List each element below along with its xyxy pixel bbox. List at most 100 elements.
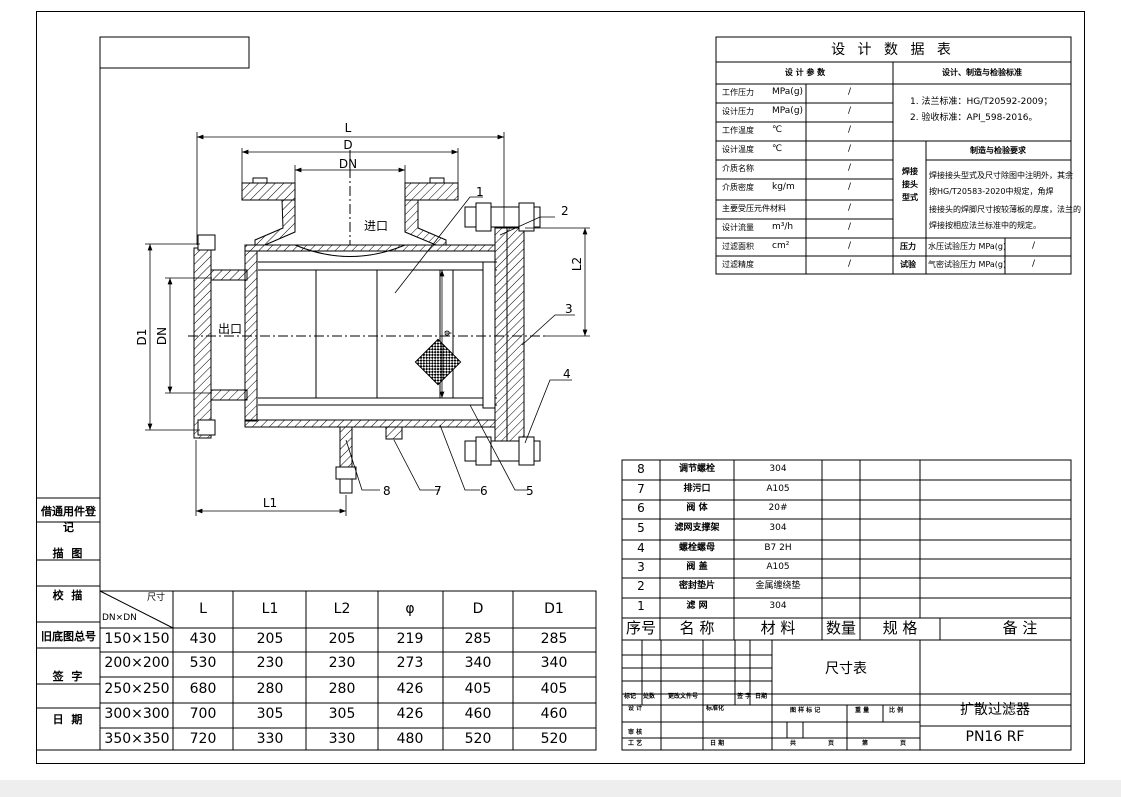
size-cell: 460 (540, 706, 568, 722)
bom-material: A105 (766, 484, 790, 494)
standard-line-2: 2. 验收标准：API_598-2016。 (910, 113, 1038, 123)
param-name: 过滤面积 (722, 242, 754, 251)
bom-header-spec: 规 格 (882, 619, 918, 637)
size-cell: 520 (540, 731, 568, 747)
callout-7: 7 (434, 484, 442, 498)
product-model: PN16 RF (965, 729, 1025, 745)
bom-no: 6 (637, 501, 645, 515)
dim-L1: L1 (262, 496, 278, 510)
hydro-test-label: 水压试验压力 MPa(g) (928, 242, 1007, 251)
size-cell: 480 (396, 731, 424, 747)
bom-name: 调节螺栓 (678, 464, 716, 474)
param-unit: MPa(g) (772, 87, 804, 97)
size-cell: 700 (189, 706, 217, 722)
sidebar-label: 校 描 (52, 589, 85, 602)
tb-total: 共 (790, 740, 797, 747)
size-cell: 426 (396, 681, 424, 697)
mfg-req-header: 制造与检验要求 (970, 146, 1026, 155)
inlet-label: 进口 (364, 219, 389, 233)
sidebar-label: 借通用件登记 (41, 505, 96, 534)
sidebar-label: 签 字 (52, 670, 85, 683)
size-cell: 720 (189, 731, 217, 747)
bom-material: 20# (768, 503, 788, 513)
tb-review: 审 核 (628, 729, 643, 736)
tb-standardization: 标准化 (706, 705, 725, 712)
size-cell: 230 (256, 655, 284, 671)
size-col-header: φ (405, 601, 415, 617)
size-dn: 150×150 (104, 631, 170, 647)
bom-no: 8 (637, 462, 645, 476)
size-cell: 280 (256, 681, 284, 697)
bom-no: 5 (637, 521, 645, 535)
page-bottom-band (0, 780, 1121, 797)
weld-text-2: 按HG/T20583-2020中规定，角焊 (929, 187, 1054, 196)
pressure-label-1: 压力 (900, 242, 916, 251)
callout-4: 4 (563, 367, 571, 381)
drawing-frame (36, 11, 1085, 764)
bom-material: B7 2H (764, 543, 792, 553)
size-cell: 405 (540, 681, 568, 697)
bom-material: 304 (769, 523, 787, 533)
param-name: 介质名称 (722, 164, 754, 173)
callout-2: 2 (561, 204, 569, 218)
param-name: 设计压力 (722, 107, 754, 116)
standards-header: 设计、制造与检验标准 (942, 68, 1022, 77)
callout-3: 3 (565, 302, 573, 316)
tb-signature: 签 字 (737, 693, 752, 700)
weld-label-1: 焊接 (902, 167, 918, 176)
weld-text-4: 焊接按相应法兰标准中的规定。 (929, 221, 1041, 230)
size-cell: 205 (328, 631, 356, 647)
hydro-test-value: / (1032, 241, 1036, 251)
bom-no: 3 (637, 560, 645, 574)
bom-material: 304 (769, 464, 787, 474)
tb-change-doc: 更改文件号 (668, 693, 699, 700)
size-cell: 285 (464, 631, 492, 647)
param-name: 设计温度 (722, 145, 754, 154)
size-dn: 250×250 (104, 681, 170, 697)
dim-L: L (344, 121, 352, 135)
size-dn: 300×300 (104, 706, 170, 722)
tb-date-2: 日 期 (710, 740, 725, 747)
param-name: 设计流量 (722, 223, 754, 232)
bom-header-name: 名 称 (679, 619, 715, 637)
design-table-title: 设 计 数 据 表 (831, 42, 955, 58)
air-test-value: / (1032, 259, 1036, 269)
sheet-title: 尺寸表 (825, 661, 867, 677)
param-value: / (848, 241, 852, 251)
product-name: 扩散过滤器 (960, 702, 1030, 718)
design-params-header: 设 计 参 数 (784, 68, 826, 77)
tb-count: 处数 (643, 693, 656, 700)
size-cell: 430 (189, 631, 217, 647)
size-cell: 340 (464, 655, 492, 671)
param-name: 工作压力 (722, 88, 754, 97)
size-col-header: L2 (333, 601, 351, 617)
param-name: 介质密度 (722, 183, 754, 192)
dim-DN-side: DN (155, 326, 169, 346)
size-corner-top: 尺寸 (147, 593, 166, 603)
pressure-label-2: 试验 (900, 260, 916, 269)
size-cell: 680 (189, 681, 217, 697)
size-cell: 405 (464, 681, 492, 697)
size-dn: 350×350 (104, 731, 170, 747)
param-value: / (848, 87, 852, 97)
size-cell: 219 (396, 631, 424, 647)
bom-material: 金属缠绕垫 (755, 581, 801, 591)
outlet-label: 出口 (218, 322, 243, 336)
param-unit: ℃ (772, 144, 783, 154)
tb-mark: 标记 (624, 693, 637, 700)
param-unit: MPa(g) (772, 106, 804, 116)
param-unit: cm² (772, 241, 790, 251)
param-unit: m³/h (772, 222, 794, 232)
weld-label-3: 型式 (902, 193, 918, 202)
bom-no: 4 (637, 541, 645, 555)
bom-name: 排污口 (683, 484, 711, 494)
param-value: / (848, 182, 852, 192)
param-value: / (848, 203, 852, 213)
param-name: 工作温度 (722, 126, 754, 135)
sidebar-label: 日 期 (52, 713, 85, 726)
size-cell: 426 (396, 706, 424, 722)
tb-weight: 重 量 (855, 707, 870, 714)
air-test-label: 气密试验压力 MPa(g) (928, 260, 1007, 269)
sidebar-label: 描 图 (52, 547, 85, 560)
